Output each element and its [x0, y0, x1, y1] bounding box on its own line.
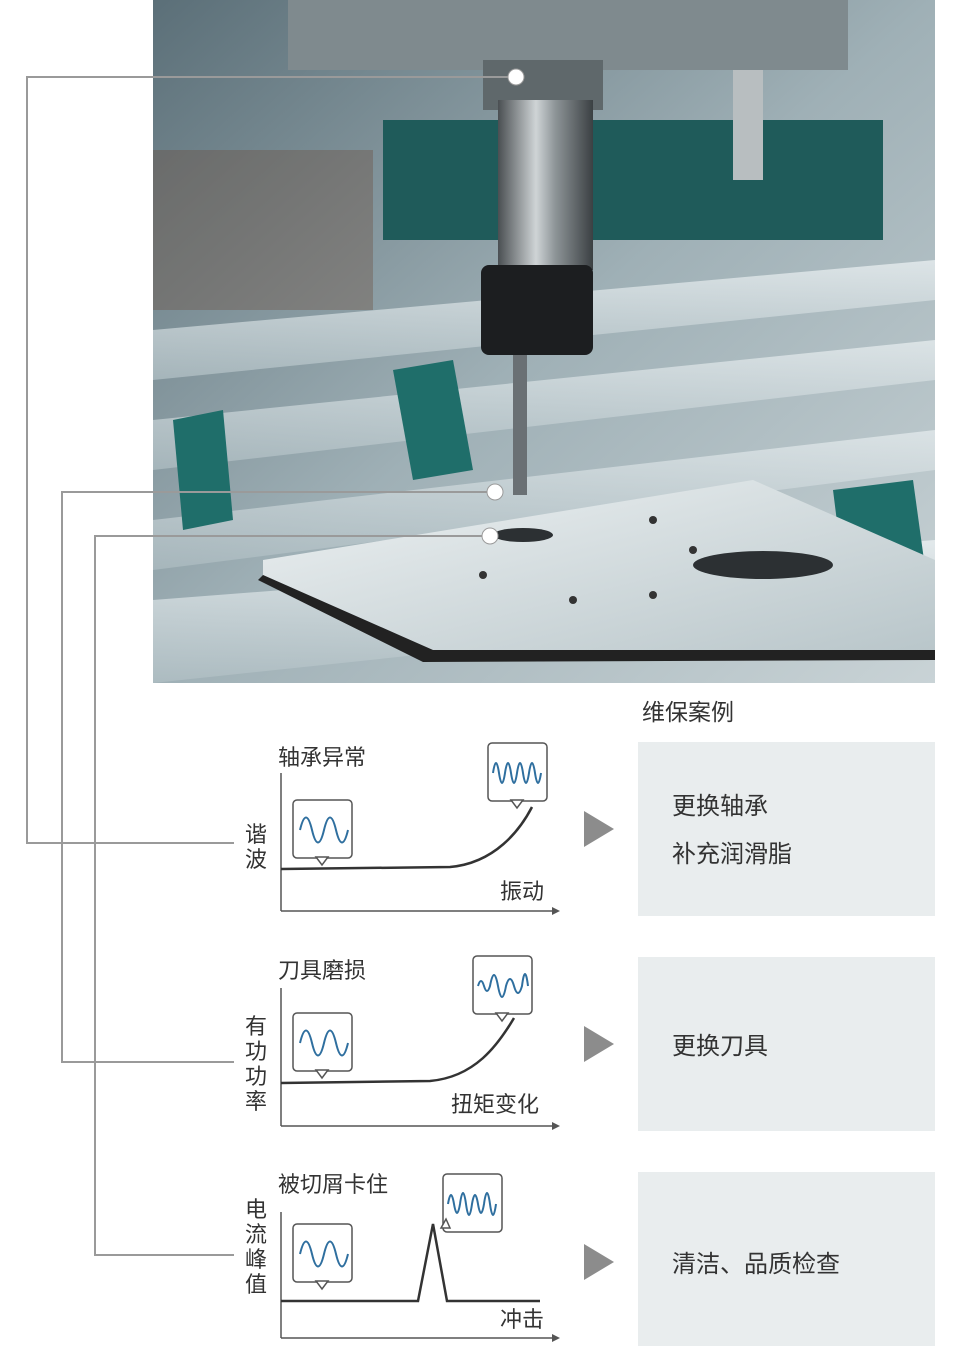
abnormal-wave-callout — [472, 955, 533, 1023]
x-axis-arrow — [552, 1122, 560, 1130]
panel-3-title: 被切屑卡住 — [278, 1173, 389, 1198]
panel-2-signal: 有功功率 — [244, 1015, 267, 1115]
panel-3-arrow — [584, 1244, 614, 1280]
panel-3-action-box: 清洁、品质检查 — [638, 1172, 935, 1346]
panel-1-action-1: 更换轴承 — [672, 792, 768, 820]
panel-3-action-1: 清洁、品质检查 — [672, 1250, 840, 1278]
panel-1-xlabel: 振动 — [500, 880, 545, 905]
maintenance-heading: 维保案例 — [642, 700, 734, 726]
trend-curve — [281, 1223, 540, 1303]
trend-curve — [280, 806, 534, 871]
abnormal-wave-callout — [487, 742, 548, 810]
abnormal-wave-callout — [439, 1173, 503, 1233]
normal-wave-callout — [292, 1012, 353, 1080]
panel-2-chart — [280, 955, 560, 1130]
normal-wave-callout — [292, 799, 353, 867]
panel-2-action-1: 更换刀具 — [672, 1032, 768, 1060]
panel-2-arrow — [584, 1026, 614, 1062]
panel-3-chart — [280, 1173, 560, 1342]
cnc-machine-photo — [153, 0, 935, 683]
panel-1-chart — [280, 742, 560, 915]
panel-3-xlabel: 冲击 — [500, 1308, 545, 1333]
panel-1-signal: 谐波 — [244, 823, 267, 873]
x-axis-arrow — [552, 1334, 560, 1342]
panel-2-title: 刀具磨损 — [278, 959, 367, 984]
panel-2-action-box: 更换刀具 — [638, 957, 935, 1131]
normal-wave-callout — [292, 1223, 353, 1291]
panel-2-xlabel: 扭矩变化 — [451, 1093, 540, 1118]
panel-1-arrow — [584, 811, 614, 847]
panel-1-title: 轴承异常 — [278, 746, 367, 771]
x-axis-arrow — [552, 907, 560, 915]
panel-1-action-2: 补充润滑脂 — [672, 840, 792, 868]
panel-1-action-box: 更换轴承 补充润滑脂 — [638, 742, 935, 916]
trend-curve — [280, 1017, 516, 1085]
panel-3-signal: 电流峰值 — [244, 1198, 267, 1298]
